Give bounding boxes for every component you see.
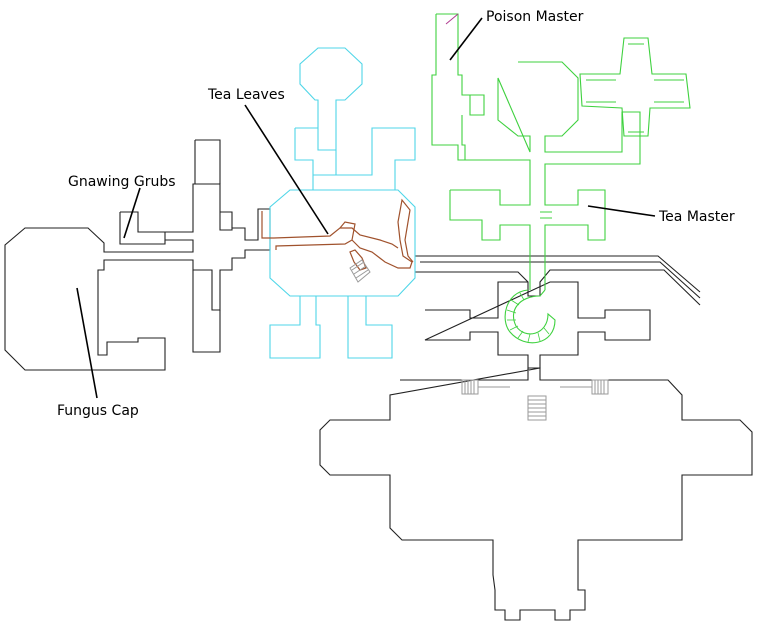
fungus-cap-room bbox=[4, 183, 271, 371]
tea-master-pointer bbox=[587, 205, 656, 217]
gnawing-grubs-pointer bbox=[123, 187, 141, 239]
hub-room bbox=[424, 281, 651, 369]
green-tower bbox=[431, 13, 531, 190]
label-fungus-cap: Fungus Cap bbox=[57, 403, 139, 419]
fungus-cap-pointer bbox=[76, 287, 98, 399]
stairs bbox=[461, 379, 609, 421]
green-spiral bbox=[504, 289, 556, 344]
tea-leaves-path bbox=[261, 198, 414, 271]
green-east-room-inner bbox=[586, 43, 684, 133]
label-poison-master: Poison Master bbox=[486, 9, 584, 25]
cyan-stairs bbox=[349, 259, 371, 283]
cyan-top-octagon bbox=[299, 47, 363, 151]
hall-connector bbox=[220, 211, 233, 228]
green-wing bbox=[431, 13, 691, 344]
left-side-room bbox=[192, 139, 221, 353]
label-gnawing-grubs: Gnawing Grubs bbox=[68, 174, 176, 190]
cyan-lower-rooms bbox=[269, 296, 393, 359]
base-walls bbox=[4, 139, 753, 621]
poison-master-pointer bbox=[449, 17, 483, 61]
poison-marker bbox=[445, 13, 459, 25]
tea-leaves-pointer bbox=[244, 104, 329, 235]
pointers bbox=[76, 17, 656, 399]
label-tea-leaves: Tea Leaves bbox=[207, 87, 285, 103]
corridor-inner bbox=[420, 261, 701, 299]
label-tea-master: Tea Master bbox=[658, 209, 735, 225]
cyan-main-octagon bbox=[269, 189, 416, 297]
cyan-upper-rooms bbox=[294, 127, 416, 190]
green-octagon bbox=[497, 61, 641, 190]
cyan-wing bbox=[269, 47, 416, 359]
green-east-room bbox=[579, 37, 691, 137]
gnawing-grubs-room bbox=[119, 211, 166, 245]
east-corridor bbox=[415, 255, 701, 306]
great-hall bbox=[319, 367, 753, 621]
green-mid-rooms bbox=[449, 189, 606, 290]
spiral-stairs bbox=[506, 292, 550, 343]
